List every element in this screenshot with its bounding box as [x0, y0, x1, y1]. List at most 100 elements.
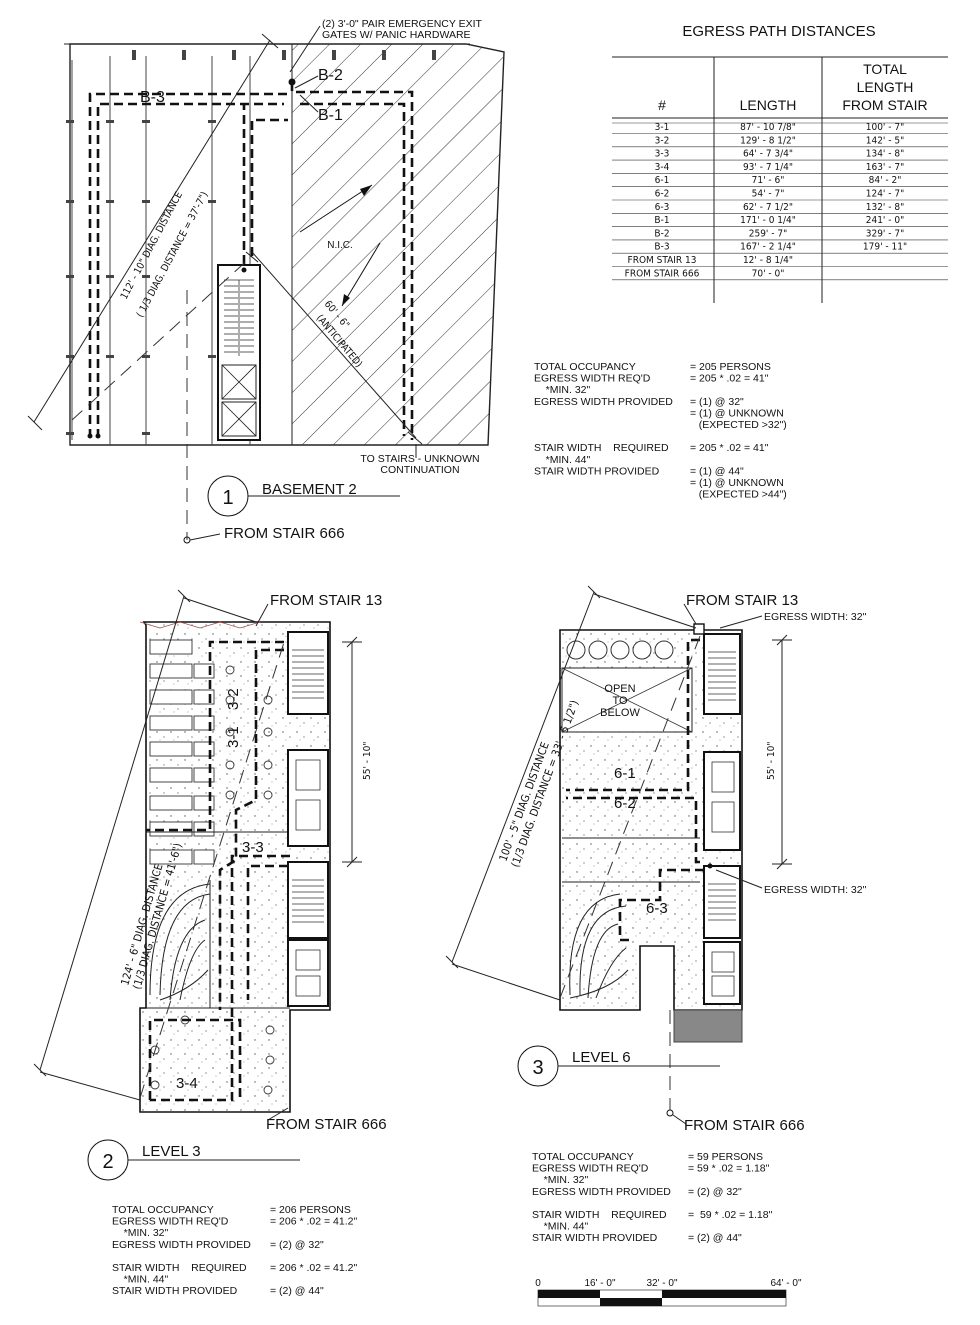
table-cell-total: 124' - 7" — [866, 189, 904, 200]
note-value: = 206 * .02 = 41.2" — [270, 1262, 357, 1274]
table-header-number: # — [658, 97, 666, 113]
graphic-scale-bar: 0 16' - 0" 32' - 0" 64' - 0" — [535, 1278, 802, 1307]
level3-dim-55: 55' - 10" — [362, 742, 373, 780]
note-label: *MIN. 32" — [532, 1174, 589, 1186]
table-cell-length: 71' - 6" — [752, 175, 785, 186]
note-value: = 206 PERSONS — [270, 1204, 351, 1216]
note-label: *MIN. 44" — [534, 454, 591, 466]
level6-plan-number: 3 — [532, 1057, 543, 1079]
open-to-below-line3: BELOW — [600, 707, 640, 719]
open-to-below-line2: TO — [612, 695, 628, 707]
table-cell-id: 6-2 — [655, 189, 670, 200]
table-cell-id: 6-3 — [655, 202, 670, 213]
level3-from-stair-666: FROM STAIR 666 — [266, 1116, 387, 1133]
table-header-length: LENGTH — [740, 97, 797, 113]
level6-from-stair-666: FROM STAIR 666 — [684, 1117, 805, 1134]
note-label: STAIR WIDTH REQUIRED — [534, 442, 669, 454]
scale-label-32: 32' - 0" — [646, 1278, 677, 1289]
scale-label-16: 16' - 0" — [584, 1278, 615, 1289]
table-header-total-3: FROM STAIR — [842, 97, 927, 113]
plan-level-6: OPEN TO BELOW — [445, 585, 867, 1134]
note-value: = 205 * .02 = 41" — [690, 373, 769, 385]
level6-occupancy-notes: TOTAL OCCUPANCY = 59 PERSONS EGRESS WIDTH … — [532, 1151, 773, 1244]
table-cell-total: 329' - 7" — [866, 228, 904, 239]
note-label: EGRESS WIDTH PROVIDED — [112, 1239, 251, 1251]
path-label-b3: B-3 — [140, 89, 165, 106]
table-cell-id: 3-4 — [655, 162, 670, 173]
table-cell-length: 64' - 7 3/4" — [743, 149, 793, 160]
note-value: = 59 PERSONS — [688, 1151, 763, 1163]
path-label-3-3: 3-3 — [242, 839, 264, 856]
note-value: = 59 * .02 = 1.18" — [688, 1209, 773, 1221]
table-cell-id: 3-1 — [655, 122, 670, 133]
note-label: STAIR WIDTH PROVIDED — [112, 1285, 238, 1297]
note-value: = 205 * .02 = 41" — [690, 442, 769, 454]
table-cell-total: 100' - 7" — [866, 122, 904, 133]
basement-plan-number: 1 — [222, 487, 233, 509]
table-cell-total: 134' - 8" — [866, 149, 904, 160]
note-label: TOTAL OCCUPANCY — [532, 1151, 634, 1163]
table-cell-id: B-3 — [654, 242, 669, 253]
note-label: TOTAL OCCUPANCY — [534, 361, 636, 373]
note-value: (EXPECTED >32") — [690, 419, 787, 431]
table-cell-id: FROM STAIR 13 — [628, 255, 697, 266]
note-label: *MIN. 32" — [112, 1227, 169, 1239]
table-cell-total: 132' - 8" — [866, 202, 904, 213]
level3-from-stair-13: FROM STAIR 13 — [270, 592, 382, 609]
table-rows: 3-1 87' - 10 7/8" 100' - 7" 3-2 129' - 8 1/2… — [612, 122, 948, 281]
table-cell-length: 167' - 2 1/4" — [740, 242, 796, 253]
table-cell-total: 163' - 7" — [866, 162, 904, 173]
gate-note-line2: GATES W/ PANIC HARDWARE — [322, 29, 471, 41]
level6-plan-name: LEVEL 6 — [572, 1049, 631, 1066]
path-label-3-2: 3-2 — [225, 688, 242, 710]
note-value: = (1) @ UNKNOWN — [690, 477, 784, 489]
note-label: TOTAL OCCUPANCY — [112, 1204, 214, 1216]
note-label: EGRESS WIDTH REQ'D — [534, 373, 651, 385]
path-label-3-1: 3-1 — [225, 726, 242, 748]
table-cell-id: 3-2 — [655, 135, 670, 146]
table-header-total-2: LENGTH — [857, 79, 914, 95]
path-label-6-1: 6-1 — [614, 765, 636, 782]
plan-level-3: 55' - 10" FROM STAIR 13 FROM STAIR 666 1… — [33, 589, 387, 1181]
basement-plan-name: BASEMENT 2 — [262, 481, 357, 498]
table-cell-length: 93' - 7 1/4" — [743, 162, 793, 173]
table-header-total-1: TOTAL — [863, 61, 907, 77]
note-value: = (2) @ 32" — [688, 1186, 742, 1198]
level3-plan-number: 2 — [102, 1151, 113, 1173]
path-label-3-4: 3-4 — [176, 1075, 198, 1092]
note-label: EGRESS WIDTH REQ'D — [112, 1216, 229, 1228]
note-label: *MIN. 44" — [532, 1221, 589, 1233]
level3-occupancy-notes: TOTAL OCCUPANCY = 206 PERSONS EGRESS WIDTH… — [112, 1204, 357, 1297]
table-cell-id: 3-3 — [655, 149, 670, 160]
level6-egress-width-mid: EGRESS WIDTH: 32" — [764, 884, 867, 896]
nic-label: N.I.C. — [327, 240, 353, 251]
table-cell-total: 142' - 5" — [866, 135, 904, 146]
note-label: EGRESS WIDTH PROVIDED — [532, 1186, 671, 1198]
scale-label-64: 64' - 0" — [770, 1278, 801, 1289]
table-cell-length: 62' - 7 1/2" — [743, 202, 793, 213]
table-cell-id: B-1 — [654, 215, 669, 226]
level6-egress-width-top: EGRESS WIDTH: 32" — [764, 611, 867, 623]
path-label-b1: B-1 — [318, 107, 343, 124]
note-value: = (2) @ 44" — [270, 1285, 324, 1297]
table-cell-length: 87' - 10 7/8" — [740, 122, 796, 133]
note-value: = 205 PERSONS — [690, 361, 771, 373]
table-cell-total: 84' - 2" — [869, 175, 902, 186]
table-cell-length: 129' - 8 1/2" — [740, 135, 796, 146]
note-value: = (1) @ 32" — [690, 396, 744, 408]
basement-occupancy-notes: TOTAL OCCUPANCY = 205 PERSONS EGRESS WIDTH… — [534, 361, 787, 501]
table-cell-length: 70' - 0" — [752, 268, 785, 279]
path-label-6-3: 6-3 — [646, 900, 668, 917]
table-cell-total: 241' - 0" — [866, 215, 904, 226]
table-cell-length: 259' - 7" — [749, 228, 787, 239]
gate-note-line1: (2) 3'-0" PAIR EMERGENCY EXIT — [322, 18, 483, 30]
table-title: EGRESS PATH DISTANCES — [682, 23, 875, 40]
table-cell-id: B-2 — [654, 228, 669, 239]
stairs-note-line1: TO STAIRS - UNKNOWN — [360, 453, 479, 465]
open-to-below-line1: OPEN — [604, 683, 635, 695]
egress-table: EGRESS PATH DISTANCES # LENGTH TOTAL LEN… — [612, 23, 948, 303]
note-label: EGRESS WIDTH PROVIDED — [534, 396, 673, 408]
note-value: (EXPECTED >44") — [690, 489, 787, 501]
note-label: STAIR WIDTH REQUIRED — [532, 1209, 667, 1221]
plan-basement-2: (2) 3'-0" PAIR EMERGENCY EXIT GATES W/ P… — [27, 18, 505, 544]
